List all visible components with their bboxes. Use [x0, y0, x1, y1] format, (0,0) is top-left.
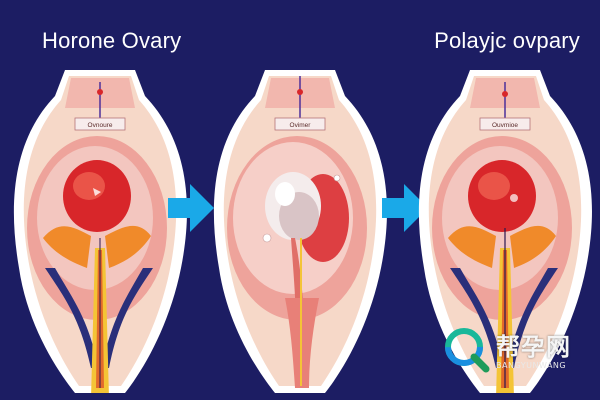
right-diagram-title: Polayjc ovpary [434, 28, 580, 53]
right-arrow-icon [382, 184, 428, 232]
left-ovary-cross-section: Ovnoure [13, 70, 187, 393]
tag-label: Ouvmioe [492, 122, 518, 129]
small-follicle-2 [333, 174, 341, 182]
tag-label: Ovnoure [88, 122, 113, 129]
stem-dot [502, 91, 508, 97]
blue-band [45, 268, 153, 368]
tag-label: Ovimer [290, 122, 312, 129]
watermark-cn-text: 帮孕网 [496, 333, 571, 361]
follicle-spot [510, 194, 518, 202]
orange-fold-left [448, 226, 496, 268]
tag-box [74, 117, 126, 131]
center-spark [93, 188, 101, 196]
stem-dot [297, 89, 303, 95]
cyst-highlight [275, 182, 295, 206]
follicle-highlight [478, 172, 510, 200]
right-arrow-icon [168, 184, 214, 232]
follicle-highlight [73, 172, 105, 200]
middle-ovary-cross-section: Ovimer [213, 70, 387, 393]
right-ovary-cross-section: Ouvmioe [418, 70, 592, 393]
stem-dot [97, 89, 103, 95]
watermark-en-text: BANGYUNWANG [496, 361, 567, 370]
magnifier-logo-icon [445, 328, 490, 373]
blue-band [450, 268, 558, 368]
left-diagram-title: Horone Ovary [42, 28, 182, 53]
small-follicle-1 [262, 233, 272, 243]
orange-fold-left [43, 226, 91, 268]
orange-fold-right [105, 225, 151, 268]
site-watermark: 帮孕网 BANGYUNWANG [442, 325, 592, 375]
tag-box [479, 117, 531, 131]
orange-fold-right [510, 225, 556, 268]
tag-box [274, 117, 326, 131]
